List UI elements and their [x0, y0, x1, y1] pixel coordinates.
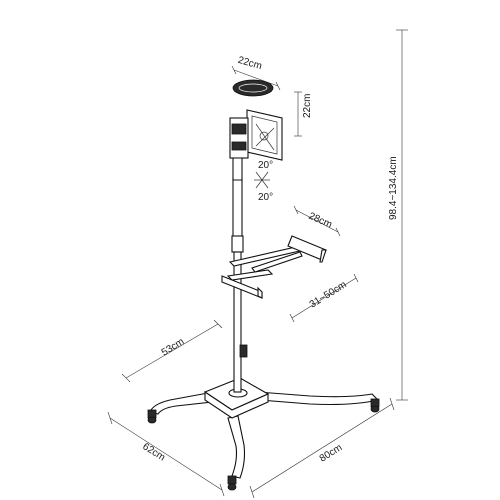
caster-left — [147, 409, 157, 424]
label-base-width: 80cm — [318, 442, 345, 464]
label-base-depth: 62cm — [140, 441, 167, 463]
caster-right — [370, 398, 380, 413]
label-tilt-up: 20° — [258, 160, 273, 171]
brand-logo — [232, 79, 274, 97]
caster-front — [227, 475, 237, 491]
shelf — [221, 235, 327, 299]
label-arm-length: 53cm — [160, 336, 187, 358]
label-mount-height: 22cm — [302, 94, 313, 118]
tilt-indicator-icon — [254, 171, 270, 189]
label-tilt-down: 20° — [258, 192, 273, 203]
label-total-height: 98.4~134.4cm — [388, 156, 399, 220]
label-shelf-depth: 28cm — [307, 211, 334, 231]
vesa-mount — [229, 109, 283, 181]
dimension-lines — [107, 29, 408, 499]
label-mount-width: 22cm — [237, 55, 264, 72]
label-shelf-width: 31~50cm — [308, 279, 349, 310]
